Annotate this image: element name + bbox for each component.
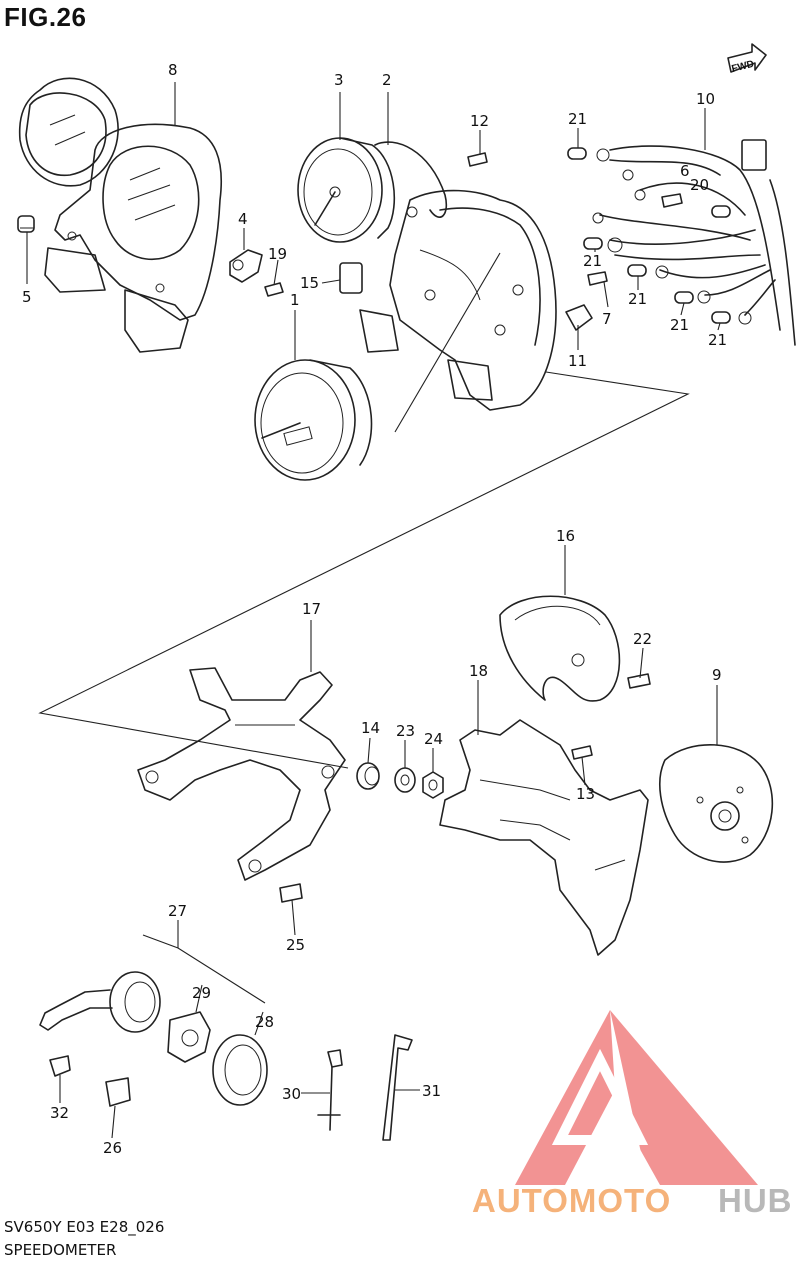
callout-15: 15 (300, 274, 319, 292)
part-5-bulb (17, 215, 35, 233)
figure-name: SPEEDOMETER (4, 1241, 117, 1259)
part-3-tachometer (297, 137, 395, 243)
callout-27: 27 (168, 902, 187, 920)
figure-title: FIG.26 (4, 2, 87, 32)
part-30-strap (317, 1049, 343, 1131)
callout-21b: 21 (583, 252, 602, 270)
part-18-panel (439, 719, 649, 956)
part-4-sensor (229, 249, 263, 283)
callout-13: 13 (576, 785, 595, 803)
part-23-washer (394, 767, 416, 793)
part-7-screw (587, 271, 608, 286)
callout-21d: 21 (670, 316, 689, 334)
part-22-screw (627, 673, 651, 689)
callout-12: 12 (470, 112, 489, 130)
assembly-boundary-lines (38, 252, 690, 769)
callout-31: 31 (422, 1082, 441, 1100)
callout-14: 14 (361, 719, 380, 737)
callout-7: 7 (602, 310, 612, 328)
part-10-wiring-harness (592, 139, 796, 346)
part-26-clip (105, 1077, 131, 1107)
part-15-connector (339, 262, 363, 294)
part-24-nut (422, 771, 444, 799)
callout-8: 8 (168, 61, 178, 79)
part-16-cover (499, 595, 621, 702)
part-17-bracket (137, 667, 346, 881)
part-31-tie (382, 1034, 413, 1141)
callout-16: 16 (556, 527, 575, 545)
part-12-screw (467, 152, 488, 167)
part-14-grommet (356, 762, 380, 790)
part-27-socket-assembly (39, 920, 266, 1033)
callout-24: 24 (424, 730, 443, 748)
part-28-ring (212, 1034, 268, 1106)
part-25-bolt (279, 883, 303, 903)
callout-28: 28 (255, 1013, 274, 1031)
callout-19: 19 (268, 245, 287, 263)
callout-17: 17 (302, 600, 321, 618)
part-2-meter-housing (359, 141, 557, 411)
callout-18: 18 (469, 662, 488, 680)
part-21-bulbs (567, 147, 731, 324)
callout-1: 1 (290, 291, 300, 309)
callout-9: 9 (712, 666, 722, 684)
callout-21c: 21 (628, 290, 647, 308)
part-11-clamp (565, 304, 593, 331)
logo-text-automoto: AUTOMOTO (472, 1182, 671, 1219)
part-1-speedometer (254, 359, 373, 481)
part-13-screw (571, 745, 593, 760)
callout-3: 3 (334, 71, 344, 89)
callout-2: 2 (382, 71, 392, 89)
callout-20: 20 (690, 176, 709, 194)
callout-22: 22 (633, 630, 652, 648)
fwd-label: FWD (731, 59, 756, 75)
callout-25: 25 (286, 936, 305, 954)
part-29-bulb (167, 1011, 211, 1063)
callout-4: 4 (238, 210, 248, 228)
callout-29: 29 (192, 984, 211, 1002)
part-9-disc-cover (659, 743, 774, 863)
callout-23: 23 (396, 722, 415, 740)
callout-21e: 21 (708, 331, 727, 349)
part-19-screw (264, 282, 284, 297)
callout-11: 11 (568, 352, 587, 370)
figure-code: SV650Y E03 E28_026 (4, 1218, 165, 1236)
callout-6: 6 (680, 162, 690, 180)
callout-10: 10 (696, 90, 715, 108)
part-32-bolt (49, 1055, 71, 1077)
callout-30: 30 (282, 1085, 301, 1103)
automotohub-logo: AUTOMOTO HUB (472, 1010, 793, 1219)
callout-5: 5 (22, 288, 32, 306)
callout-leaders (26, 82, 721, 1139)
callout-numbers: 8 3 2 12 21 10 6 20 4 19 15 1 5 21 21 7 … (22, 61, 727, 1157)
callout-26: 26 (103, 1139, 122, 1157)
callout-21a: 21 (568, 110, 587, 128)
callout-32: 32 (50, 1104, 69, 1122)
fwd-arrow-icon: FWD (727, 43, 767, 75)
part-8-meter-cover (18, 77, 222, 353)
logo-text-hub: HUB (718, 1182, 793, 1219)
part-6-screw (661, 193, 683, 208)
